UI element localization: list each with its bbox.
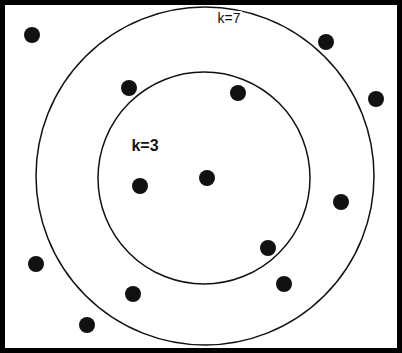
k-label: k=7 — [216, 11, 243, 26]
data-point — [132, 178, 148, 194]
data-point — [125, 286, 141, 302]
circle-outline — [35, 6, 375, 346]
data-point — [276, 276, 292, 292]
data-point — [260, 240, 276, 256]
data-point — [121, 80, 137, 96]
circle-outline — [36, 7, 374, 345]
data-point — [24, 27, 40, 43]
circle-outline — [97, 71, 311, 285]
data-point — [230, 85, 246, 101]
frame-border — [3, 3, 400, 351]
data-point — [318, 34, 334, 50]
data-point — [79, 317, 95, 333]
query-point — [199, 170, 215, 186]
data-point — [333, 194, 349, 210]
k-label: k=3 — [129, 137, 160, 155]
circle-outline — [98, 72, 310, 284]
data-point — [368, 91, 384, 107]
k-neighbourhood-circle: k=3 — [97, 71, 311, 285]
k-neighbourhood-circle: k=7 k=3 — [35, 6, 375, 346]
data-point — [28, 256, 44, 272]
